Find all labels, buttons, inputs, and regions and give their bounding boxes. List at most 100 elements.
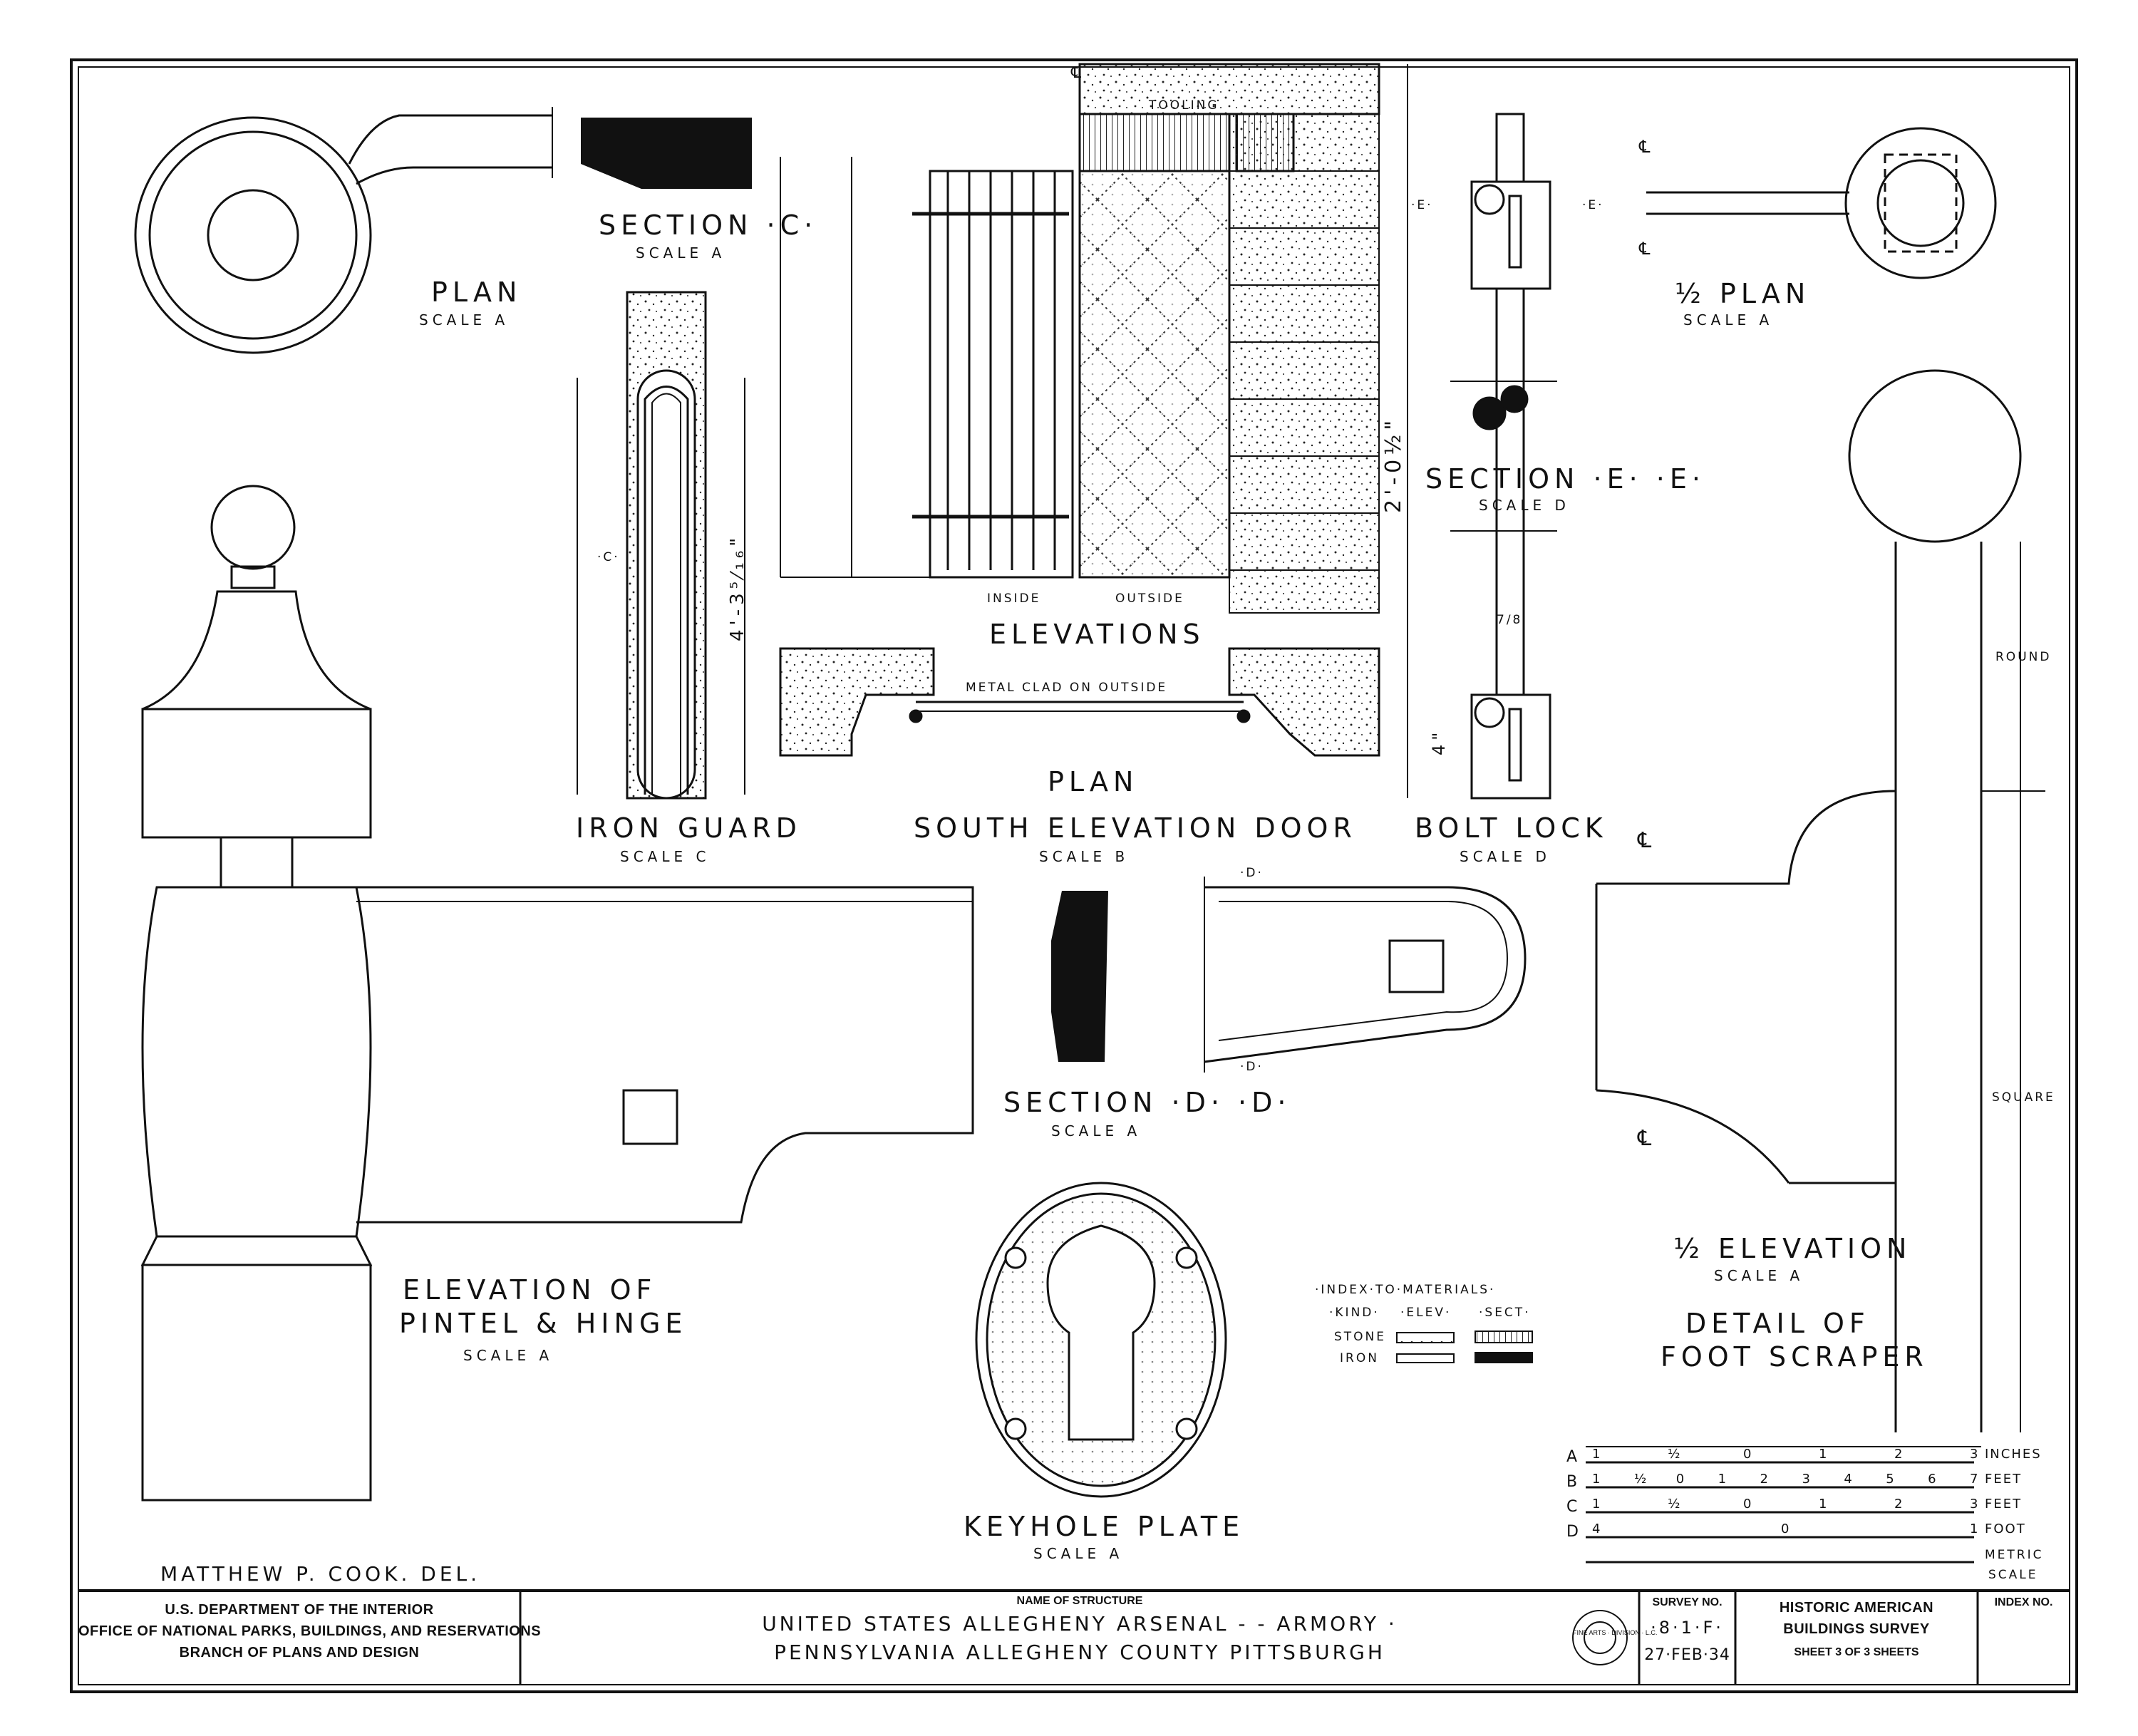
section-c-drawing (581, 118, 752, 189)
label-iron-guard-scale: SCALE C (620, 848, 711, 865)
scale-tick-label: 2 (1894, 1447, 1903, 1462)
materials-index-title: ·INDEX·TO·MATERIALS· (1315, 1283, 1496, 1297)
label-section-dd: SECTION ·D· ·D· (1003, 1087, 1291, 1118)
structure-name-line1: UNITED STATES ALLEGHENY ARSENAL - - ARMO… (762, 1612, 1398, 1636)
scale-tick-label: 0 (1743, 1497, 1752, 1512)
scale-tick-label: 3 (1802, 1472, 1810, 1487)
scale-tick-label: 7 (1970, 1472, 1978, 1487)
habs-line1: HISTORIC AMERICAN (1779, 1600, 1934, 1616)
annotation-door-height: 2'-0½" (1381, 415, 1406, 513)
marker-d-bottom: ·D· (1240, 1060, 1264, 1074)
label-section-dd-scale: SCALE A (1051, 1122, 1142, 1140)
label-pintel-hinge-line1: ELEVATION OF (403, 1274, 657, 1306)
scale-unit-label: INCHES (1985, 1447, 2042, 1462)
label-half-plan-scale: SCALE A (1683, 311, 1774, 329)
scale-tick-label: ½ (1633, 1472, 1647, 1487)
scale-row-id: B (1566, 1473, 1579, 1491)
label-half-elevation: ½ ELEVATION (1673, 1233, 1912, 1264)
index-no-header: INDEX NO. (1994, 1596, 2053, 1608)
centerline-door: ℄ (1071, 64, 1086, 82)
scale-unit-label: FEET (1985, 1497, 2023, 1512)
label-plan-pintel-scale: SCALE A (419, 311, 510, 329)
scale-tick-label: 1 (1592, 1447, 1601, 1462)
marker-e-left: ·E· (1411, 198, 1433, 212)
agency-line3: BRANCH OF PLANS AND DESIGN (179, 1645, 420, 1660)
label-pintel-hinge-scale: SCALE A (463, 1347, 554, 1364)
annotation-outside: OUTSIDE (1115, 591, 1184, 606)
graphic-scales (1586, 1446, 1981, 1564)
label-half-plan: ½ PLAN (1675, 278, 1811, 309)
marker-c: ·C· (597, 550, 620, 564)
label-door-plan: PLAN (1048, 766, 1139, 797)
label-south-elevation-door-scale: SCALE B (1039, 848, 1130, 865)
keyhole-plate-drawing (975, 1182, 1227, 1498)
annotation-guard-height: 4'-3⁵⁄₁₆" (727, 533, 748, 641)
centerline-elevation-bottom: ℄ (1638, 1126, 1656, 1151)
door-elevation-drawing (780, 63, 1408, 798)
inner-border (78, 66, 2070, 1685)
scale-tick-label: 1 (1718, 1472, 1727, 1487)
hinge-strap-drawing (1204, 877, 1527, 1073)
survey-no-value: ·8·1·F· (1651, 1618, 1724, 1638)
scale-tick-label: ½ (1668, 1447, 1680, 1462)
label-keyhole-plate-scale: SCALE A (1033, 1545, 1124, 1562)
outer-border (70, 58, 2078, 1693)
centerline-elevation-top: ℄ (1638, 828, 1656, 853)
structure-name-line2: PENNSYLVANIA ALLEGHENY COUNTY PITTSBURGH (774, 1641, 1385, 1664)
scale-tick-label: 0 (1743, 1447, 1752, 1462)
survey-no-header: SURVEY NO. (1652, 1596, 1723, 1608)
scale-tick-label: 4 (1844, 1472, 1852, 1487)
annotation-inside: INSIDE (987, 591, 1041, 606)
centerline-half-plan-top: ℄ (1639, 137, 1655, 157)
scale-tick-label: 3 (1970, 1447, 1978, 1462)
scale-tick-label: 2 (1894, 1497, 1903, 1512)
scale-tick-label: 0 (1781, 1521, 1790, 1536)
materials-index-swatches (1396, 1331, 1533, 1363)
survey-date: 27·FEB·34 (1644, 1646, 1730, 1664)
name-of-structure-header: NAME OF STRUCTURE (1016, 1595, 1143, 1607)
label-bolt-lock-scale: SCALE D (1460, 848, 1551, 865)
scale-row-id: A (1566, 1448, 1579, 1466)
materials-col-sect: ·SECT· (1479, 1306, 1531, 1320)
metric-label-1: METRIC (1985, 1548, 2044, 1562)
label-section-ee: SECTION ·E· ·E· (1425, 463, 1705, 495)
label-plan-pintel: PLAN (431, 277, 522, 308)
pintel-plan-drawing (134, 107, 553, 354)
annotation-bolt-small: 4" (1429, 728, 1449, 755)
annotation-bolt-width: 7/8 (1497, 613, 1523, 627)
annotation-tooling: TOOLING (1149, 98, 1219, 113)
marker-d-top: ·D· (1240, 866, 1264, 880)
metric-label-2: SCALE (1988, 1568, 2038, 1582)
materials-row-stone: STONE (1334, 1330, 1387, 1344)
iron-guard-drawing (577, 291, 745, 800)
label-section-ee-scale: SCALE D (1479, 497, 1570, 514)
scale-unit-label: FEET (1985, 1472, 2023, 1487)
label-section-c: SECTION ·C· (599, 210, 818, 241)
pintel-hinge-elevation-drawing (140, 485, 974, 1502)
scale-unit-label: FOOT (1985, 1521, 2026, 1536)
marker-e-right: ·E· (1582, 198, 1604, 212)
label-iron-guard: IRON GUARD (576, 812, 802, 844)
scale-tick-label: 5 (1886, 1472, 1894, 1487)
label-half-elevation-scale: SCALE A (1714, 1267, 1804, 1284)
annotation-square: SQUARE (1992, 1090, 2055, 1105)
title-block-frame (78, 1589, 2070, 1685)
label-south-elevation-door: SOUTH ELEVATION DOOR (914, 812, 1357, 844)
label-keyhole-plate: KEYHOLE PLATE (964, 1511, 1245, 1542)
centerline-half-plan-bottom: ℄ (1639, 239, 1655, 259)
agency-line2: OFFICE OF NATIONAL PARKS, BUILDINGS, AND… (78, 1623, 542, 1639)
delineator-credit: MATTHEW P. COOK. DEL. (160, 1562, 481, 1586)
library-stamp: FINE ARTS · DIVISION · L.C. (1573, 1629, 1658, 1636)
sheet-number: SHEET 3 OF 3 SHEETS (1794, 1646, 1919, 1658)
section-dd-drawing (1051, 891, 1108, 1062)
scale-row-id: D (1566, 1523, 1579, 1541)
scale-tick-label: 4 (1592, 1521, 1601, 1536)
scale-tick-label: 2 (1760, 1472, 1768, 1487)
scale-tick-label: ½ (1668, 1497, 1680, 1512)
label-foot-scraper-line1: DETAIL OF (1685, 1308, 1870, 1339)
annotation-round: ROUND (1995, 650, 2052, 664)
materials-row-iron: IRON (1340, 1351, 1379, 1365)
scale-tick-label: 3 (1970, 1497, 1978, 1512)
label-pintel-hinge-line2: PINTEL & HINGE (399, 1308, 688, 1339)
